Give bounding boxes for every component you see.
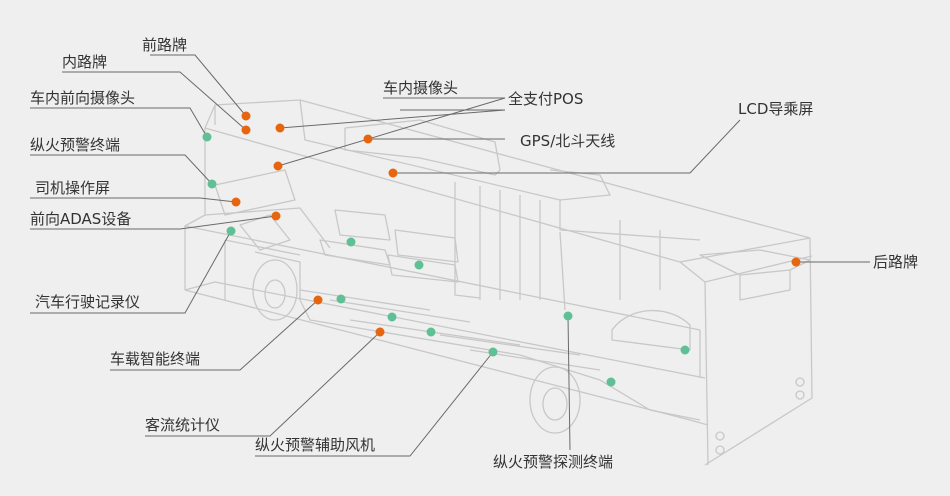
dot-passenger-counter <box>375 327 385 337</box>
leader-vehicle-recorder <box>30 230 232 314</box>
front-wheel <box>252 259 298 321</box>
dot-driver-screen <box>231 197 241 207</box>
bus-outline <box>184 99 813 466</box>
markers <box>202 111 801 387</box>
dot-rear-floor-2 <box>680 345 690 355</box>
dot-vehicle-recorder <box>226 226 236 236</box>
leader-smart-terminal <box>110 299 319 371</box>
dot-rear-floor-1 <box>606 377 616 387</box>
label-gps: GPS/北斗天线 <box>520 132 616 150</box>
leader-driver-screen <box>30 197 237 203</box>
leader-fire-alarm-detector <box>567 315 571 451</box>
leader-lines <box>30 54 870 457</box>
dot-gps <box>363 134 373 144</box>
leader-front-adas <box>30 215 277 230</box>
label-front-plate: 前路牌 <box>142 36 188 54</box>
label-fire-alarm-fan: 纵火预警辅助风机 <box>255 436 376 454</box>
dot-front-cabin-camera <box>202 132 212 142</box>
dot-lcd <box>388 168 398 178</box>
dot-cabin-camera <box>273 161 283 171</box>
dot-fire-alarm-terminal <box>207 179 217 189</box>
dot-rear-plate <box>791 257 801 267</box>
leader-front-cabin-camera <box>30 107 208 138</box>
dot-smart-terminal <box>313 295 323 305</box>
dot-floor-1 <box>336 294 346 304</box>
label-rear-plate: 后路牌 <box>873 253 919 271</box>
rear-wheel-hub <box>542 387 568 421</box>
dot-seat-2 <box>414 260 424 270</box>
dot-seat-1 <box>346 237 356 247</box>
label-passenger-counter: 客流统计仪 <box>145 416 221 434</box>
dot-fire-alarm-fan <box>488 347 498 357</box>
label-inner-plate: 内路牌 <box>62 53 108 71</box>
leader-front-plate <box>150 54 247 117</box>
leader-lcd <box>393 119 741 174</box>
dot-front-plate <box>241 111 251 121</box>
label-fire-alarm-terminal: 纵火预警终端 <box>30 136 121 154</box>
dot-fire-alarm-detector <box>563 311 573 321</box>
label-driver-screen: 司机操作屏 <box>35 179 111 197</box>
label-vehicle-recorder: 汽车行驶记录仪 <box>35 293 141 311</box>
dot-front-adas <box>271 211 281 221</box>
wheels <box>252 259 805 455</box>
label-lcd: LCD导乘屏 <box>738 100 814 118</box>
label-pos: 全支付POS <box>508 90 584 108</box>
leader-fire-alarm-fan <box>255 351 494 457</box>
label-smart-terminal: 车载智能终端 <box>110 350 201 368</box>
dot-floor-2 <box>387 312 397 322</box>
leader-pos <box>279 109 506 129</box>
label-front-adas: 前向ADAS设备 <box>30 210 132 228</box>
dot-pos <box>275 123 285 133</box>
label-fire-alarm-detector: 纵火预警探测终端 <box>493 453 614 471</box>
dot-inner-plate <box>241 125 251 135</box>
front-wheel-hub <box>264 279 286 309</box>
leader-inner-plate <box>62 71 247 131</box>
rear-wheel <box>529 366 581 434</box>
leader-cabin-camera <box>277 97 506 167</box>
leader-fire-alarm-terminal <box>30 154 213 185</box>
label-cabin-camera: 车内摄像头 <box>383 79 459 97</box>
leader-passenger-counter <box>145 331 381 437</box>
dot-floor-3 <box>426 327 436 337</box>
label-front-cabin-camera: 车内前向摄像头 <box>30 89 136 107</box>
